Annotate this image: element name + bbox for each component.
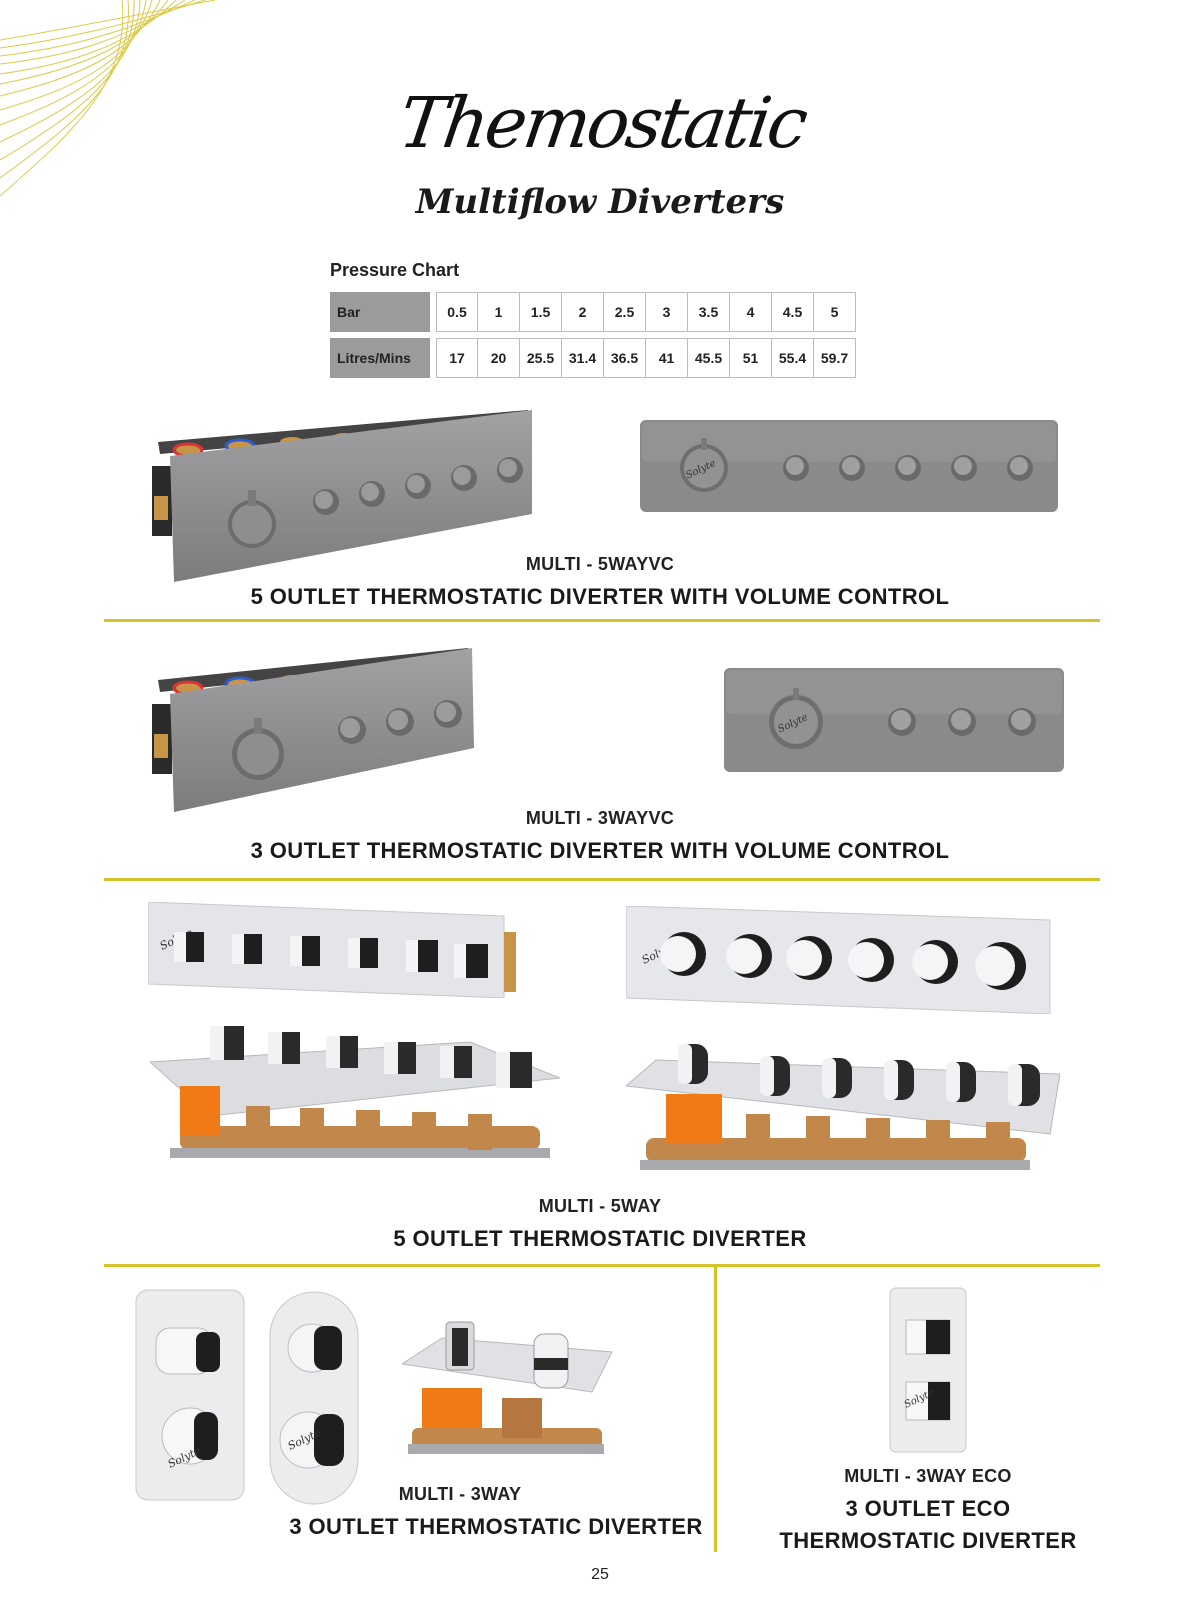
pressure-chart-table: Bar 0.5 1 1.5 2 2.5 3 3.5 4 4.5 5 Litres…	[330, 292, 856, 378]
bar-cell: 3.5	[688, 292, 730, 332]
product-code-5wayvc: MULTI - 5WAYVC	[525, 554, 675, 574]
bar-cell: 2.5	[604, 292, 646, 332]
litres-cell: 25.5	[520, 338, 562, 378]
bar-cell: 2	[562, 292, 604, 332]
bar-cell: 3	[646, 292, 688, 332]
product-image-3way-angled	[402, 1321, 613, 1454]
product-image-5wayvc-angled	[152, 410, 532, 582]
bar-cell: 5	[814, 292, 856, 332]
litres-cell: 31.4	[562, 338, 604, 378]
bar-cell: 4.5	[772, 292, 814, 332]
divider-rule	[104, 1264, 1100, 1267]
product-title-3wayvc: 3 OUTLET THERMOSTATIC DIVERTER WITH VOLU…	[250, 838, 950, 863]
product-image-5way-round-angled	[626, 1044, 1060, 1170]
bar-cell: 1	[478, 292, 520, 332]
product-code-3wayvc: MULTI - 3WAYVC	[525, 808, 675, 828]
pressure-chart-title: Pressure Chart	[330, 260, 460, 280]
page-title: Themostatic	[394, 82, 810, 164]
bar-cell: 1.5	[520, 292, 562, 332]
product-image-5way-round-front: Solyte	[626, 906, 1051, 1014]
product-title-3way-eco-line2: THERMOSTATIC DIVERTER	[779, 1528, 1077, 1553]
product-code-3way: MULTI - 3WAY	[398, 1484, 522, 1504]
litres-cell: 36.5	[604, 338, 646, 378]
pressure-row-bar: Bar 0.5 1 1.5 2 2.5 3 3.5 4 4.5 5	[330, 292, 856, 332]
page-number: 25	[591, 1566, 609, 1583]
divider-rule	[104, 619, 1100, 622]
product-title-3way: 3 OUTLET THERMOSTATIC DIVERTER	[289, 1514, 703, 1539]
product-image-5way-square-angled	[150, 1026, 560, 1158]
litres-cell: 55.4	[772, 338, 814, 378]
product-title-5way: 5 OUTLET THERMOSTATIC DIVERTER	[393, 1226, 807, 1251]
divider-rule	[104, 878, 1100, 881]
product-title-3way-eco-line1: 3 OUTLET ECO	[845, 1496, 1011, 1521]
pressure-row-litres: Litres/Mins 17 20 25.5 31.4 36.5 41 45.5…	[330, 338, 856, 378]
row-label-litres: Litres/Mins	[330, 338, 430, 378]
product-code-3way-eco: MULTI - 3WAY ECO	[844, 1466, 1012, 1486]
litres-cell: 41	[646, 338, 688, 378]
litres-cell: 17	[436, 338, 478, 378]
row-label-bar: Bar	[330, 292, 430, 332]
page-subtitle: Multiflow Diverters	[415, 182, 785, 222]
product-image-3wayvc-front: Solyte	[724, 668, 1064, 772]
product-image-5way-square-front: Solyte	[148, 902, 516, 998]
bar-cell: 4	[730, 292, 772, 332]
litres-cell: 45.5	[688, 338, 730, 378]
litres-cell: 20	[478, 338, 520, 378]
product-image-5wayvc-front: Solyte	[640, 420, 1058, 512]
product-image-3way-plate: Solyte	[135, 1289, 245, 1501]
product-image-3wayvc-angled	[152, 648, 474, 812]
product-title-5wayvc: 5 OUTLET THERMOSTATIC DIVERTER WITH VOLU…	[250, 584, 950, 609]
product-code-5way: MULTI - 5WAY	[538, 1196, 662, 1216]
product-image-3way-eco: Solyte	[889, 1287, 967, 1453]
vertical-divider-rule	[714, 1266, 717, 1552]
litres-cell: 59.7	[814, 338, 856, 378]
litres-cell: 51	[730, 338, 772, 378]
product-image-3way-oval: Solyte	[269, 1291, 359, 1505]
decorative-wave-lines	[0, 0, 216, 197]
bar-cell: 0.5	[436, 292, 478, 332]
